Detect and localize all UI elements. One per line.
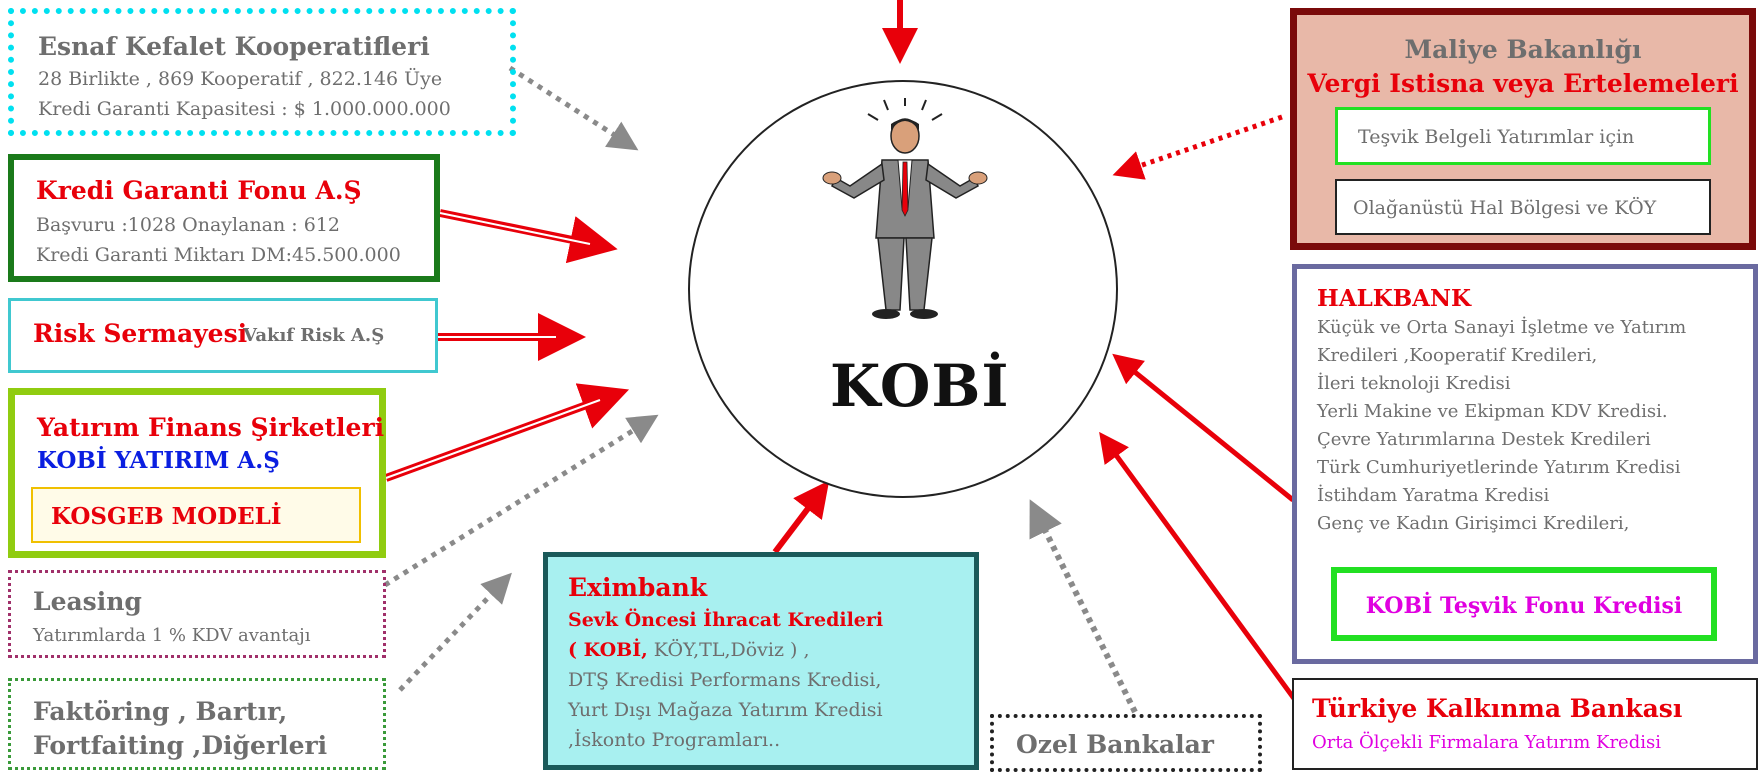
leasing-title: Leasing xyxy=(33,587,142,616)
halkbank-line-4: Çevre Yatırımlarına Destek Kredileri xyxy=(1317,429,1651,450)
eximbank-line2: DTŞ Kredisi Performans Kredisi, xyxy=(568,669,882,691)
faktoring-line1: Faktöring , Bartır, xyxy=(33,697,288,726)
risk-title: Risk Sermayesi xyxy=(33,319,248,348)
halkbank-title: HALKBANK xyxy=(1317,285,1472,312)
maliye-box: Maliye Bakanlığı Vergi Istisna veya Erte… xyxy=(1290,8,1756,250)
maliye-item1: Teşvik Belgeli Yatırımlar için xyxy=(1358,126,1635,148)
yatirim-sub: KOBİ YATIRIM A.Ş xyxy=(37,447,280,474)
tkb-sub: Orta Ölçekli Firmalara Yatırım Kredisi xyxy=(1312,732,1661,753)
eximbank-line3: Yurt Dışı Mağaza Yatırım Kredisi xyxy=(568,699,883,721)
yatirim-box: Yatırım Finans Şirketleri KOBİ YATIRIM A… xyxy=(8,388,386,558)
eximbank-sub: Sevk Öncesi İhracat Kredileri xyxy=(568,609,884,631)
eximbank-line4: ,İskonto Programları.. xyxy=(568,729,781,751)
kgf-line1: Başvuru :1028 Onaylanan : 612 xyxy=(36,214,340,236)
kobi-tesvik-fonu-label: KOBİ Teşvik Fonu Kredisi xyxy=(1365,593,1683,619)
arrow-halkbank xyxy=(1112,353,1295,502)
kgf-title: Kredi Garanti Fonu A.Ş xyxy=(36,176,362,205)
arrow-leasing xyxy=(383,414,659,588)
kobi-title: KOBİ xyxy=(830,352,1010,420)
esnaf-line2: Kredi Garanti Kapasitesi : $ 1.000.000.0… xyxy=(38,98,451,120)
halkbank-box: HALKBANK Küçük ve Orta Sanayi İşletme ve… xyxy=(1292,264,1758,664)
kgf-box: Kredi Garanti Fonu A.Ş Başvuru :1028 Ona… xyxy=(8,154,440,282)
arrow-tkb xyxy=(1099,431,1301,706)
halkbank-line-3: Yerli Makine ve Ekipman KDV Kredisi. xyxy=(1317,401,1668,422)
halkbank-line-1: Kredileri ,Kooperatif Kredileri, xyxy=(1317,345,1598,366)
leasing-line1: Yatırımlarda 1 % KDV avantajı xyxy=(33,625,311,646)
kosgeb-model-label: KOSGEB MODELİ xyxy=(51,503,282,530)
leasing-box: Leasing Yatırımlarda 1 % KDV avantajı xyxy=(8,570,386,658)
maliye-title: Maliye Bakanlığı xyxy=(1404,35,1642,64)
arrow-faktoring xyxy=(398,572,512,692)
yatirim-title: Yatırım Finans Şirketleri xyxy=(37,413,385,442)
faktoring-box: Faktöring , Bartır, Fortfaiting ,Diğerle… xyxy=(8,678,386,770)
arrow-esnaf xyxy=(508,65,639,151)
eximbank-line1: ( KOBİ, KÖY,TL,Döviz ) , xyxy=(568,639,810,661)
arrow-eximbank xyxy=(772,480,830,554)
maliye-item1-box: Teşvik Belgeli Yatırımlar için xyxy=(1335,107,1711,165)
businessman-shrugging-icon xyxy=(822,98,988,319)
kobi-tesvik-fonu-box: KOBİ Teşvik Fonu Kredisi xyxy=(1331,567,1717,641)
halkbank-line-7: Genç ve Kadın Girişimci Kredileri, xyxy=(1317,513,1630,534)
tkb-title: Türkiye Kalkınma Bankası xyxy=(1312,694,1683,723)
halkbank-line-2: İleri teknoloji Kredisi xyxy=(1317,373,1511,394)
eximbank-box: Eximbank Sevk Öncesi İhracat Kredileri (… xyxy=(543,552,979,770)
esnaf-line1: 28 Birlikte , 869 Kooperatif , 822.146 Ü… xyxy=(38,68,443,90)
kosgeb-model-box: KOSGEB MODELİ xyxy=(31,487,361,543)
eximbank-line1-bold: ( KOBİ, xyxy=(568,639,648,661)
halkbank-line-5: Türk Cumhuriyetlerinde Yatırım Kredisi xyxy=(1317,457,1681,478)
maliye-item2-box: Olağanüstü Hal Bölgesi ve KÖY xyxy=(1335,179,1711,235)
arrow-maliye xyxy=(1112,114,1283,180)
eximbank-line1-rest: KÖY,TL,Döviz ) , xyxy=(647,639,810,661)
eximbank-title: Eximbank xyxy=(568,573,708,602)
ozel-box: Ozel Bankalar xyxy=(990,714,1262,772)
arrow-ozel xyxy=(1029,499,1138,714)
maliye-item2: Olağanüstü Hal Bölgesi ve KÖY xyxy=(1353,197,1657,219)
faktoring-line2: Fortfaiting ,Diğerleri xyxy=(33,731,328,760)
risk-sub: Vakıf Risk A.Ş xyxy=(243,325,385,346)
ozel-title: Ozel Bankalar xyxy=(1016,730,1214,759)
risk-box: Risk Sermayesi Vakıf Risk A.Ş xyxy=(8,298,438,373)
esnaf-box: Esnaf Kefalet Kooperatifleri 28 Birlikte… xyxy=(8,8,516,136)
esnaf-title: Esnaf Kefalet Kooperatifleri xyxy=(38,32,430,61)
kgf-line2: Kredi Garanti Miktarı DM:45.500.000 xyxy=(36,244,401,266)
halkbank-line-0: Küçük ve Orta Sanayi İşletme ve Yatırım xyxy=(1317,317,1687,338)
halkbank-line-6: İstihdam Yaratma Kredisi xyxy=(1317,485,1550,506)
maliye-sub: Vergi Istisna veya Ertelemeleri xyxy=(1307,69,1739,98)
tkb-box: Türkiye Kalkınma Bankası Orta Ölçekli Fi… xyxy=(1292,678,1758,770)
